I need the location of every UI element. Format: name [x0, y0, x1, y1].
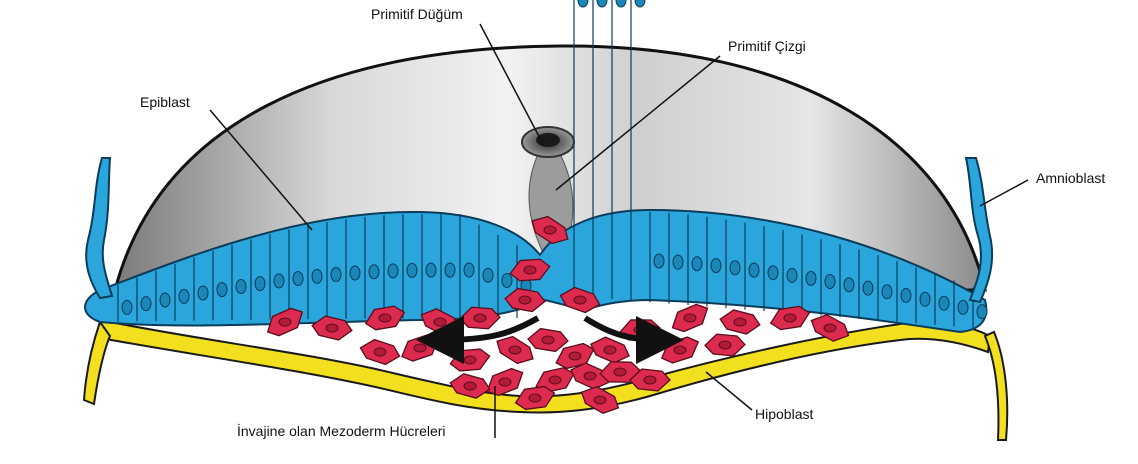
mesoderm-cell-nucleus [604, 346, 616, 354]
epiblast-cell-nucleus [597, 0, 607, 7]
mesoderm-cell-nucleus [529, 394, 541, 402]
mesoderm-cell-nucleus [509, 346, 521, 354]
mesoderm-cell-nucleus [634, 326, 646, 334]
mesoderm-cell-nucleus [434, 318, 446, 326]
mesoderm-cell-nucleus [574, 296, 586, 304]
mesoderm-cell-nucleus [524, 266, 536, 274]
epiblast-cell-nucleus [426, 263, 436, 277]
epiblast-cell-nucleus [331, 267, 341, 281]
mesoderm-cell-nucleus [379, 314, 391, 322]
epiblast-cell-nucleus [464, 263, 474, 277]
mesoderm-cell-nucleus [414, 344, 426, 352]
epiblast-cell-nucleus [407, 263, 417, 277]
epiblast-cell-nucleus [977, 305, 987, 319]
mesoderm-cell-nucleus [542, 336, 554, 344]
epiblast-cell-nucleus [825, 274, 835, 288]
epiblast-cell-nucleus [920, 292, 930, 306]
epiblast-cell-nucleus [882, 285, 892, 299]
epiblast-cell-nucleus [217, 283, 227, 297]
epiblast-cell-nucleus [711, 259, 721, 273]
epiblast-cell-nucleus [844, 278, 854, 292]
mesoderm-cell-nucleus [674, 346, 686, 354]
mesoderm-cell-nucleus [644, 376, 656, 384]
label-amnioblast: Amnioblast [1036, 170, 1105, 186]
epiblast-cell-nucleus [806, 271, 816, 285]
epiblast-cell-nucleus [198, 286, 208, 300]
mesoderm-cell-nucleus [326, 324, 338, 332]
epiblast-cell-nucleus [369, 265, 379, 279]
epiblast-cell-nucleus [692, 257, 702, 271]
mesoderm-cell-nucleus [544, 226, 556, 234]
epiblast-cell-nucleus [768, 266, 778, 280]
epiblast-cell-nucleus [350, 266, 360, 280]
epiblast-cell-nucleus [445, 263, 455, 277]
mesoderm-cell-nucleus [784, 314, 796, 322]
label-epiblast: Epiblast [140, 94, 190, 110]
epiblast-cell-nucleus [749, 263, 759, 277]
epiblast-cell-nucleus [179, 289, 189, 303]
label-hypoblast: Hipoblast [755, 406, 813, 422]
epiblast-cell-nucleus [122, 300, 132, 314]
epiblast-cell-nucleus [616, 0, 626, 7]
mesoderm-cell-nucleus [594, 396, 606, 404]
mesoderm-cell-nucleus [519, 296, 531, 304]
epiblast-cell-nucleus [787, 268, 797, 282]
epiblast-cell-nucleus [730, 261, 740, 275]
mesoderm-cell-nucleus [584, 372, 596, 380]
hypoblast-left-extension [84, 322, 110, 404]
mesoderm-cell-nucleus [734, 318, 746, 326]
leader-hypoblast [706, 372, 752, 410]
epiblast-cell-nucleus [388, 264, 398, 278]
label-invaginating-mesoderm: İnvajine olan Mezoderm Hücreleri [237, 423, 446, 439]
mesoderm-cell-nucleus [684, 314, 696, 322]
label-primitive-streak: Primitif Çizgi [728, 38, 806, 54]
epiblast-cell-nucleus [274, 274, 284, 288]
epiblast-cell-nucleus [901, 288, 911, 302]
mesoderm-cell-nucleus [464, 382, 476, 390]
mesoderm-cell-nucleus [374, 348, 386, 356]
mesoderm-cell-nucleus [719, 341, 731, 349]
mesoderm-cell-nucleus [614, 368, 626, 376]
epiblast-cell-nucleus [141, 297, 151, 311]
epiblast-cell-nucleus [635, 0, 645, 7]
mesoderm-cell-nucleus [464, 356, 476, 364]
leader-amnioblast [980, 180, 1028, 206]
epiblast-cell-nucleus [502, 273, 512, 287]
epiblast-cell-nucleus [293, 271, 303, 285]
mesoderm-cell-nucleus [279, 318, 291, 326]
epiblast-cell-nucleus [654, 254, 664, 268]
amnioblast-left [86, 158, 112, 298]
epiblast-cell-nucleus [863, 281, 873, 295]
mesoderm-cell-nucleus [824, 324, 836, 332]
epiblast-cell-nucleus [939, 296, 949, 310]
epiblast-cell-nucleus [160, 293, 170, 307]
label-primitive-node: Primitif Düğüm [371, 6, 463, 22]
epiblast-cell-nucleus [255, 277, 265, 291]
mesoderm-cell-nucleus [549, 376, 561, 384]
mesoderm-cell-nucleus [499, 378, 511, 386]
epiblast-cell-nucleus [578, 0, 588, 7]
epiblast-cell-nucleus [673, 255, 683, 269]
epiblast-cell-nucleus [312, 269, 322, 283]
mesoderm-cell-nucleus [569, 352, 581, 360]
mesoderm-cell-nucleus [474, 314, 486, 322]
epiblast-cell-nucleus [236, 280, 246, 294]
epiblast-cell-nucleus [958, 300, 968, 314]
epiblast-cell-nucleus [483, 268, 493, 282]
